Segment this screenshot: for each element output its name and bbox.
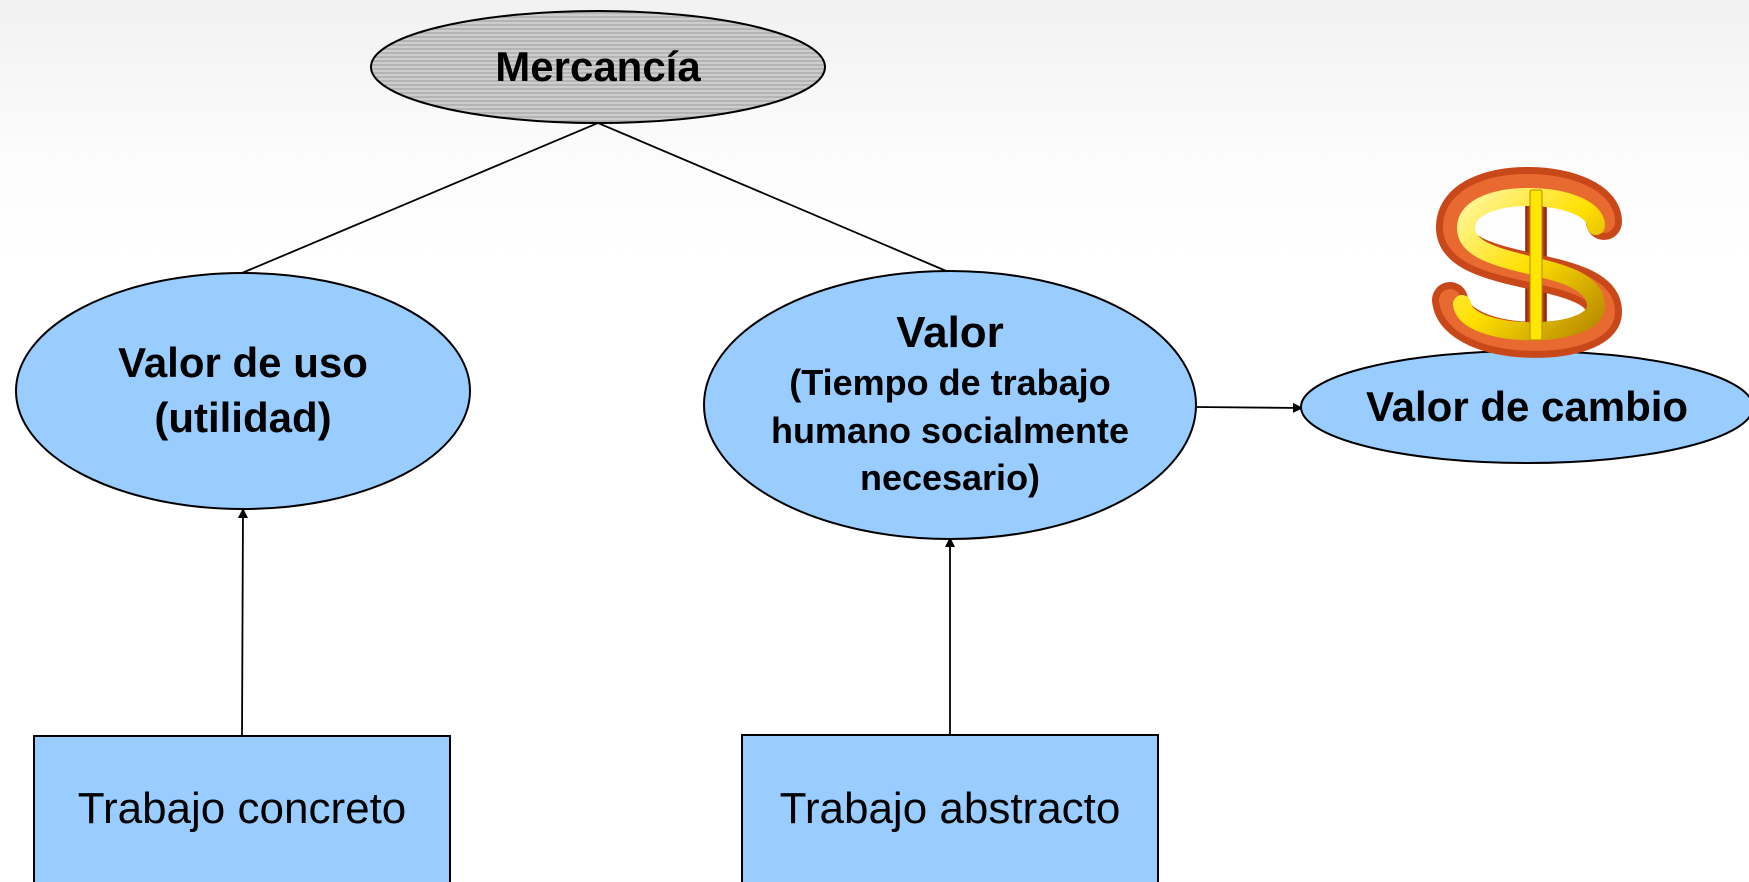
arrow-valor-to-cambio (1195, 402, 1303, 413)
valor-line1: (Tiempo de trabajo (789, 362, 1111, 404)
valor-line2: humano socialmente (770, 409, 1130, 451)
edge-mercancia-valor (597, 122, 952, 274)
trabajo-abstracto-label: Trabajo abstracto (742, 735, 1158, 882)
valor-label: Valor (Tiempo de trabajo humano socialme… (704, 271, 1196, 539)
dollar-sign-3d-icon (1432, 167, 1623, 358)
valor-de-cambio-text: Valor de cambio (1365, 383, 1689, 430)
trabajo-abstracto-text: Trabajo abstracto (779, 783, 1121, 833)
valor-de-uso-line1: Valor de uso (118, 339, 368, 387)
arrow-concreto-to-uso (237, 508, 248, 737)
valor-de-cambio-label: Valor de cambio (1301, 351, 1749, 463)
node-trabajo-abstracto (741, 734, 1159, 882)
node-trabajo-concreto (33, 735, 451, 882)
node-valor (703, 270, 1197, 540)
valor-de-uso-label: Valor de uso (utilidad) (16, 273, 470, 509)
trabajo-concreto-text: Trabajo concreto (77, 784, 407, 833)
valor-line3: necesario) (859, 457, 1041, 499)
valor-de-uso-line2: (utilidad) (154, 394, 332, 441)
node-valor-de-uso (15, 272, 471, 510)
node-mercancia (370, 10, 826, 124)
mercancia-text: Mercancía (495, 43, 701, 90)
trabajo-concreto-label: Trabajo concreto (34, 736, 450, 882)
valor-title: Valor (896, 308, 1004, 358)
edge-mercancia-valor-uso (241, 122, 599, 274)
mercancia-label: Mercancía (371, 11, 825, 123)
